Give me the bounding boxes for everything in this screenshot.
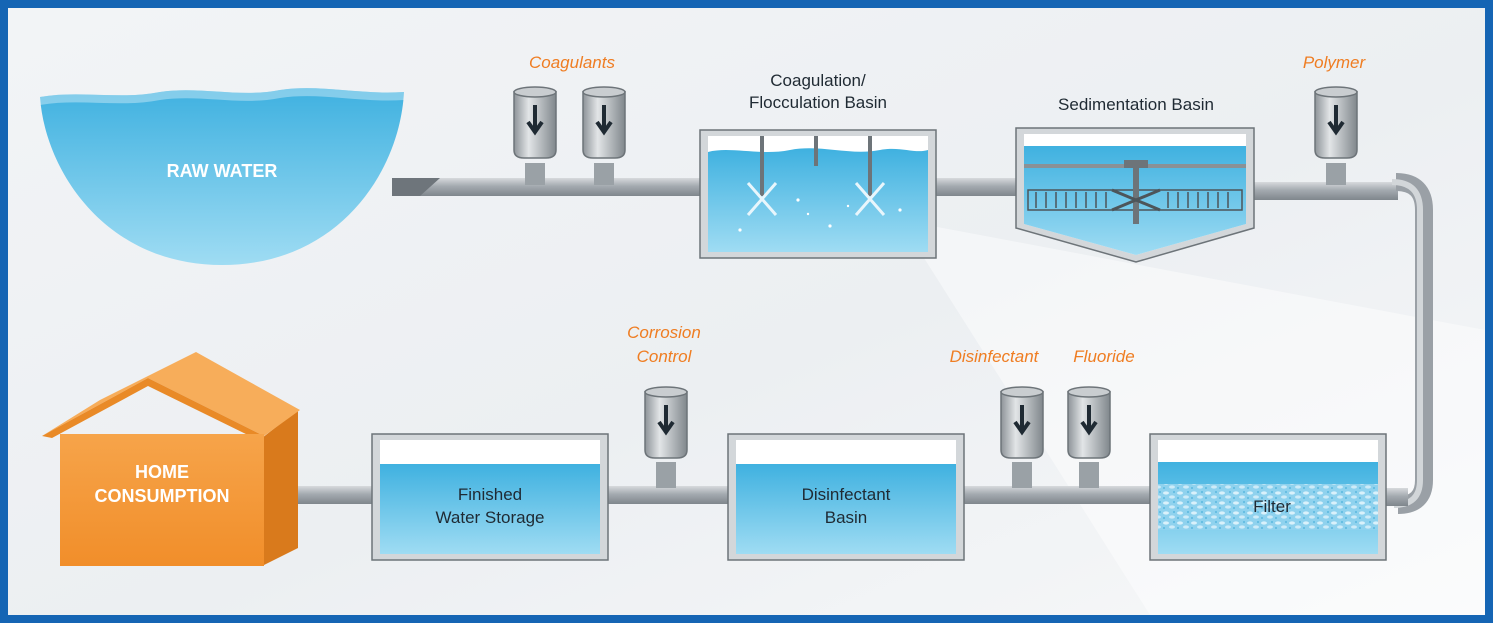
coagulant-tank-2 — [582, 86, 626, 185]
fluoride-label: Fluoride — [1073, 347, 1134, 366]
corrosion-control-tank — [644, 386, 688, 488]
coagulation-label-line2: Flocculation Basin — [749, 93, 887, 112]
raw-water-reservoir — [40, 88, 440, 265]
home-building — [42, 352, 300, 566]
polymer-label: Polymer — [1303, 53, 1367, 72]
storage-label-line1: Finished — [458, 485, 522, 504]
finished-water-storage — [371, 433, 609, 561]
home-label-line1: HOME — [135, 462, 189, 482]
fluoride-tank — [1067, 386, 1111, 488]
disinfectant-basin-label-line2: Basin — [825, 508, 868, 527]
sedimentation-label: Sedimentation Basin — [1058, 95, 1214, 114]
home-label-line2: CONSUMPTION — [95, 486, 230, 506]
sedimentation-basin — [1015, 127, 1255, 263]
disinfectant-basin-label-line1: Disinfectant — [802, 485, 891, 504]
polymer-tank — [1314, 86, 1358, 185]
storage-label-line2: Water Storage — [436, 508, 545, 527]
disinfectant-basin — [727, 433, 965, 561]
disinfectant-chem-label: Disinfectant — [950, 347, 1040, 366]
coagulation-label-line1: Coagulation/ — [770, 71, 866, 90]
filter-label: Filter — [1253, 497, 1291, 516]
corrosion-label-line1: Corrosion — [627, 323, 701, 342]
disinfectant-tank — [1000, 386, 1044, 488]
filter-basin — [1149, 433, 1387, 561]
corrosion-label-line2: Control — [637, 347, 693, 366]
coagulant-tank-1 — [513, 86, 557, 185]
coagulants-label: Coagulants — [529, 53, 616, 72]
coagulation-flocculation-basin — [699, 129, 937, 259]
pipe-bottom — [276, 486, 1408, 506]
raw-water-label: RAW WATER — [167, 161, 278, 181]
pipe-top — [392, 173, 1433, 514]
